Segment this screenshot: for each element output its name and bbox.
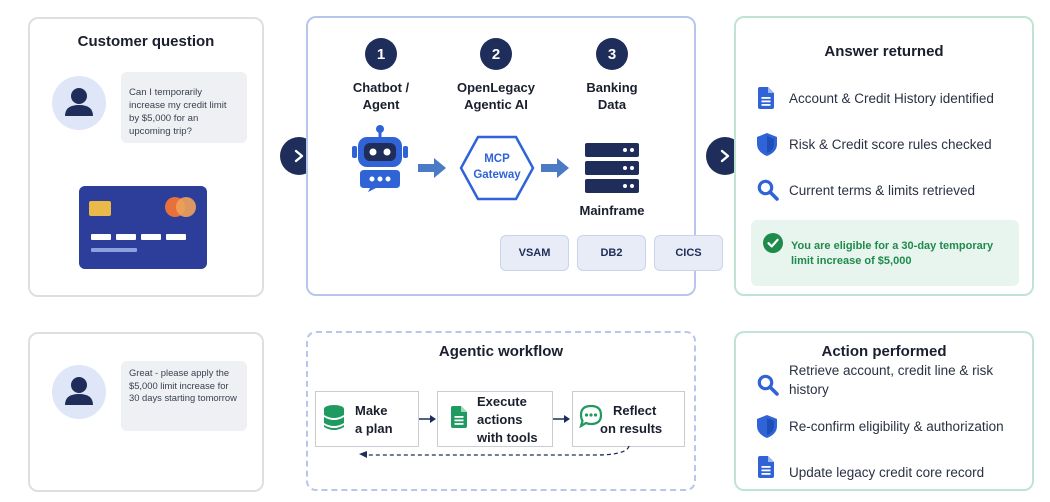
flow-arrow-1 <box>418 158 446 178</box>
step-1-label: Chatbot / Agent <box>331 79 431 113</box>
chat-bubble-icon <box>579 404 603 428</box>
answer-item-1: Account & Credit History identified <box>789 91 994 106</box>
credit-card-icon <box>79 186 207 269</box>
action-item-2: Re-confirm eligibility & authorization <box>789 419 1004 434</box>
answer-item-3: Current terms & limits retrieved <box>789 183 976 198</box>
document-icon <box>758 87 774 109</box>
action-item-3: Update legacy credit core record <box>789 465 985 480</box>
followup-message-bubble: Great - please apply the $5,000 limit in… <box>121 361 247 431</box>
mcp-gateway-label: MCP Gateway <box>459 151 535 183</box>
workflow-step-execute-line2: actions <box>477 412 523 427</box>
workflow-step-execute-line1: Execute <box>477 394 527 409</box>
workflow-step-reflect-line1: Reflect <box>613 403 657 418</box>
step-1-label-line2: Agent <box>362 97 400 112</box>
workflow-loop-arrow <box>359 445 630 458</box>
step-3-number: 3 <box>596 38 628 70</box>
mcp-gateway-line1: MCP <box>484 153 510 165</box>
tag-vsam: VSAM <box>500 235 569 271</box>
workflow-step-plan <box>315 391 419 447</box>
tag-db2: DB2 <box>577 235 646 271</box>
step-1-label-line1: Chatbot / <box>352 80 410 95</box>
eligibility-line1: You are eligible for a 30-day temporary <box>791 240 994 252</box>
database-icon <box>324 405 344 430</box>
shield-icon <box>757 133 777 156</box>
mcp-gateway-hexagon <box>459 135 535 201</box>
action-item-1: Retrieve account, credit line & risk his… <box>789 361 993 399</box>
workflow-step-plan-line1: Make <box>355 403 388 418</box>
mainframe-label: Mainframe <box>579 203 645 218</box>
workflow-step-execute-line3: with tools <box>477 430 538 445</box>
workflow-arrow-1 <box>419 415 436 423</box>
followup-avatar <box>52 365 106 419</box>
search-icon <box>757 374 779 396</box>
shield-icon <box>757 415 777 438</box>
document-icon <box>451 406 467 428</box>
customer-message-bubble: Can I temporarily increase my credit lim… <box>121 72 247 143</box>
user-icon <box>65 88 93 116</box>
user-icon <box>65 377 93 405</box>
robot-icon <box>352 125 408 192</box>
document-icon <box>758 456 774 478</box>
step-3-label-line2: Data <box>597 97 627 112</box>
action-panel <box>734 331 1034 491</box>
workflow-step-reflect-line2: on results <box>600 421 663 436</box>
workflow-title: Agentic workflow <box>438 343 564 360</box>
answer-title: Answer returned <box>824 43 944 60</box>
workflow-step-reflect-label: Reflect on results <box>600 402 662 438</box>
step-2-label-line2: Agentic AI <box>464 97 528 112</box>
workflow-step-plan-line2: a plan <box>355 421 393 436</box>
action-item-1-line1: Retrieve account, credit line & risk <box>789 363 994 378</box>
workflow-step-plan-label: Make a plan <box>355 402 393 438</box>
workflow-step-execute-label: Execute actions with tools <box>477 393 538 447</box>
step-3-label-line1: Banking <box>586 80 638 95</box>
chevron-right-icon <box>294 149 304 163</box>
check-circle-icon <box>763 233 783 253</box>
action-title: Action performed <box>821 343 947 360</box>
eligibility-text: You are eligible for a 30-day temporary … <box>791 239 993 269</box>
workflow-arrow-2 <box>553 415 570 423</box>
step-2-label-line1: OpenLegacy <box>456 80 536 95</box>
mcp-gateway-line2: Gateway <box>473 169 521 181</box>
step-2-label: OpenLegacy Agentic AI <box>446 79 546 113</box>
eligibility-line2: limit increase of $5,000 <box>791 255 912 267</box>
step-3-label: Banking Data <box>562 79 662 113</box>
step-2-number: 2 <box>480 38 512 70</box>
chevron-right-icon <box>720 149 730 163</box>
answer-item-2: Risk & Credit score rules checked <box>789 137 992 152</box>
server-icon <box>585 143 639 193</box>
flow-arrow-2 <box>541 158 569 178</box>
step-1-number: 1 <box>365 38 397 70</box>
search-icon <box>757 179 779 201</box>
customer-avatar <box>52 76 106 130</box>
eligibility-banner <box>751 220 1019 286</box>
action-item-1-line2: history <box>789 382 829 397</box>
customer-question-title: Customer question <box>77 33 215 50</box>
tag-cics: CICS <box>654 235 723 271</box>
